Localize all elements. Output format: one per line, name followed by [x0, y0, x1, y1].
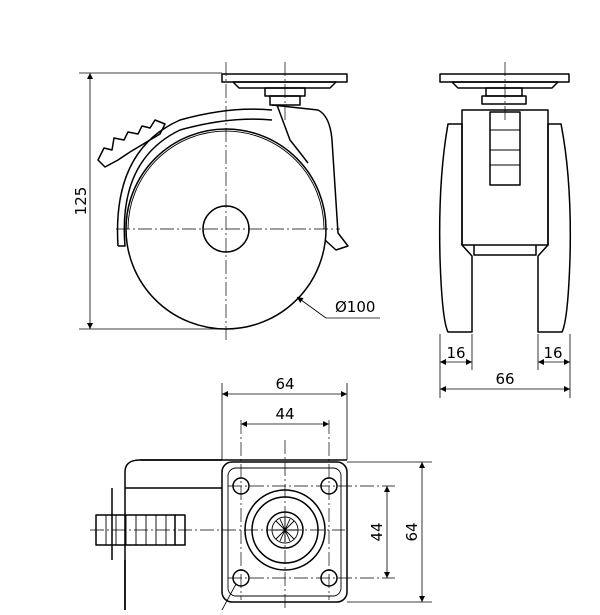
dim-hole-spacing-x-label: 44: [275, 405, 294, 423]
top-view: 64 44 44 64: [90, 375, 432, 611]
dim-height-125: 125: [72, 72, 226, 330]
dim-plate-height-label: 64: [403, 522, 421, 541]
dim-side-total-label: 66: [495, 370, 514, 388]
side-wheel-right: [537, 123, 572, 333]
dim-right-leg-label: 16: [543, 344, 562, 362]
dim-hole-spacing-y-label: 44: [368, 522, 386, 541]
dim-hole-spacing-y: 44: [368, 486, 390, 578]
side-view: 16 16 66: [438, 62, 572, 398]
front-mounting-plate: [221, 73, 348, 106]
front-wheel: [116, 108, 327, 330]
side-wheel-left: [438, 123, 473, 333]
top-body: [111, 459, 347, 610]
dim-plate-width-64: 64: [221, 375, 348, 460]
front-brake-pedal: [97, 119, 166, 168]
dim-hole-spacing-x: 44: [241, 405, 329, 427]
front-fork: [271, 104, 349, 251]
dim-side-widths: 16 16 66: [439, 334, 571, 398]
dim-plate-height-64: 64: [347, 461, 432, 603]
dim-plate-width-label: 64: [275, 375, 294, 393]
dim-height-label: 125: [72, 187, 90, 216]
dim-diameter-label: Ø100: [335, 298, 375, 316]
front-view: 125 Ø100: [72, 62, 380, 340]
side-fork-body: [461, 109, 549, 256]
dim-wheel-diameter: Ø100: [296, 296, 380, 319]
dim-left-leg-label: 16: [446, 344, 465, 362]
side-mounting-plate: [439, 73, 570, 105]
